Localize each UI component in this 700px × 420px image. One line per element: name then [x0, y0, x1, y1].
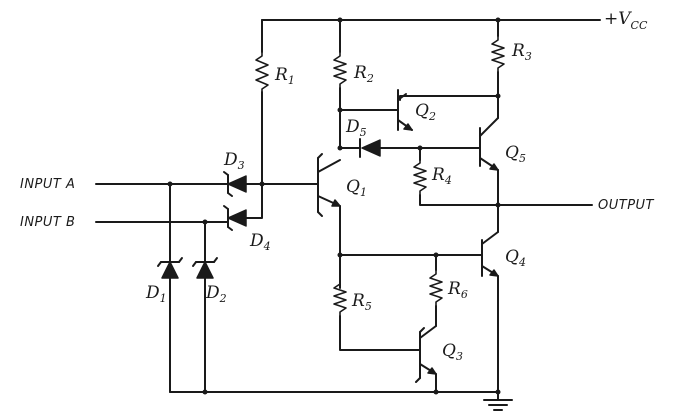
diode-d4 — [223, 205, 263, 231]
d5-label: D5 — [345, 117, 367, 139]
resistor-r4 — [413, 147, 593, 208]
input-a-label: INPUT A — [20, 177, 75, 192]
d3-label: D3 — [223, 150, 245, 172]
d1-label: D1 — [145, 283, 167, 305]
diode-d5 — [337, 138, 481, 158]
ground-rail — [169, 389, 501, 401]
r3-label: R3 — [511, 41, 532, 63]
r5-label: R5 — [351, 291, 372, 313]
r1-label: R1 — [274, 65, 295, 87]
q5-label: Q5 — [505, 143, 526, 165]
r4-label: R4 — [431, 165, 452, 187]
diode-d1 — [157, 183, 183, 393]
output-label: OUTPUT — [598, 198, 655, 213]
ground-symbol — [483, 399, 513, 411]
q1-emitter-node — [337, 252, 483, 258]
q1-label: Q1 — [346, 177, 367, 199]
d4-label: D4 — [249, 231, 271, 253]
d2-label: D2 — [205, 283, 227, 305]
q4-label: Q4 — [505, 247, 526, 269]
q3-label: Q3 — [442, 341, 463, 363]
transistor-q1 — [317, 153, 341, 289]
q2-label: Q2 — [415, 101, 436, 123]
transistor-q5 — [479, 117, 499, 206]
resistor-r6 — [429, 254, 443, 327]
input-b-label: INPUT B — [20, 215, 75, 230]
input-a-line — [95, 181, 229, 187]
diode-d3 — [223, 171, 319, 197]
transistor-q4 — [481, 204, 499, 393]
resistor-r1 — [255, 51, 269, 213]
transistor-q2 — [397, 89, 413, 131]
resistor-r5 — [333, 279, 421, 351]
r6-label: R6 — [447, 279, 468, 301]
vcc-rail — [261, 17, 601, 53]
r2-label: R2 — [353, 63, 374, 85]
input-b-line — [95, 219, 229, 225]
vcc-label: +VCC — [604, 9, 648, 32]
transistor-q3 — [415, 325, 439, 395]
resistor-r2 — [333, 51, 399, 149]
diode-d2 — [192, 221, 218, 395]
